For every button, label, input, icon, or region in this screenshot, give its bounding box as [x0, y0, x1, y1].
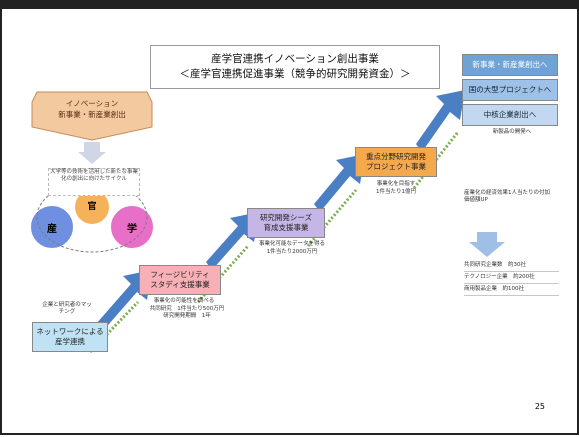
cycle-ring [36, 181, 148, 253]
feasibility-detail-1: 共同研究 1件当たり500万円 [149, 306, 225, 312]
stats-header: 産業化の経済効果1人当たりの付加価値額UP [464, 190, 551, 203]
feasibility-line-2: スタディ支援事業 [150, 280, 210, 289]
step-arrow-4 [416, 90, 465, 152]
page-number: 25 [534, 402, 545, 411]
feasibility-caption: 事業化の可能性を調べる [153, 298, 215, 304]
top-bar [2, 2, 577, 9]
key-tech-detail: 1件当たり1億円 [376, 189, 416, 195]
outcomes-caption: 新製品の開発へ [492, 129, 532, 135]
cycle-label-san: 産 [47, 224, 57, 235]
feasibility-box: フィージビリティ スタディ支援事業 [139, 265, 221, 295]
stats-item-2: テクノロジー企業 約200社 [464, 272, 559, 284]
cycle-circle-gaku [109, 204, 155, 250]
feasibility-detail-2: 研究開発期間 1年 [163, 313, 211, 319]
network-line-1: ネットワークによる [36, 327, 104, 336]
feasibility-line-1: フィージビリティ [150, 270, 210, 279]
key-tech-line-1: 重点分野研究開発 [366, 152, 426, 161]
cycle-label-gaku: 学 [127, 224, 137, 235]
outcomes-stack: 新事業・新産業創出へ 国の大型プロジェクトへ 中核企業創出へ [462, 54, 558, 126]
seeds-line-2: 育成支援事業 [263, 223, 309, 232]
seeds-caption: 事業化可能なデータを得る [258, 241, 325, 247]
cycle-circle-san [29, 204, 75, 250]
seeds-detail: 1件当たり2000万円 [266, 249, 318, 255]
step-arrow-2 [206, 212, 259, 270]
key-tech-caption: 事業化を目指す [376, 181, 416, 187]
innovation-down-arrow [78, 142, 106, 164]
seeds-box: 研究開発シーズ 育成支援事業 [247, 208, 325, 238]
innovation-label: イノベーション 新事業・新産業創出 [36, 98, 148, 120]
title-line-1: 産学官連携イノベーション創出事業 [211, 53, 379, 65]
innovation-pentagon [31, 91, 153, 141]
outcome-down-arrow [469, 232, 505, 257]
key-tech-line-2: プロジェクト事業 [366, 162, 426, 171]
step-arrow-3 [314, 154, 365, 212]
stats-list: 共同研究企業数 約30社 テクノロジー企業 約200社 商用製品企業 約100社 [464, 260, 559, 296]
outcome-item-3: 中核企業創出へ [462, 104, 558, 126]
network-line-2: 産学連携 [55, 337, 85, 346]
title-line-2: ＜産学官連携促進事業（競争的研究開発資金）＞ [179, 68, 411, 80]
stats-item-3: 商用製品企業 約100社 [464, 284, 559, 296]
dotted-step-1 [88, 300, 140, 354]
outcome-item-1: 新事業・新産業創出へ [462, 54, 558, 76]
network-caption: 企業と研究者のマッチング [42, 302, 92, 315]
cycle-label-kan: 官 [87, 202, 97, 212]
seeds-line-1: 研究開発シーズ [259, 213, 313, 222]
cycle-description: 大学等の技術を活用した新たな事業化の創出に向けたサイクル [48, 168, 140, 196]
network-box: ネットワークによる 産学連携 [32, 322, 108, 352]
stats-item-1: 共同研究企業数 約30社 [464, 260, 559, 272]
innovation-line-2: 新事業・新産業創出 [58, 110, 126, 119]
page-title: 産学官連携イノベーション創出事業 ＜産学官連携促進事業（競争的研究開発資金）＞ [150, 45, 440, 89]
innovation-line-1: イノベーション [65, 99, 119, 108]
key-tech-box: 重点分野研究開発 プロジェクト事業 [355, 147, 437, 177]
step-arrow-1 [96, 270, 152, 332]
outcome-item-2: 国の大型プロジェクトへ [462, 79, 558, 101]
